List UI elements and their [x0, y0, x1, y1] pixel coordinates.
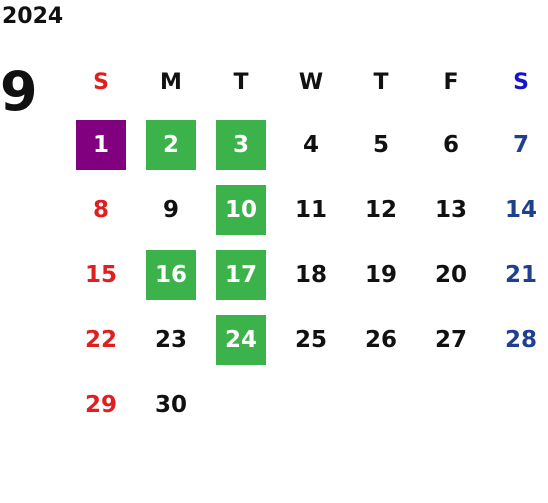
- day-number: 23: [154, 326, 187, 353]
- day-cell[interactable]: 24: [206, 307, 276, 372]
- day-cell[interactable]: 30: [136, 372, 206, 437]
- day-cell[interactable]: 6: [416, 112, 486, 177]
- day-number: 3: [216, 119, 266, 170]
- day-cell[interactable]: 12: [346, 177, 416, 242]
- day-number: 4: [302, 131, 319, 158]
- day-number: 9: [162, 196, 179, 223]
- weekday-header-tuesday: T: [233, 69, 249, 95]
- day-cell[interactable]: 1: [66, 112, 136, 177]
- weekday-header-monday: M: [160, 69, 182, 95]
- day-cell[interactable]: 26: [346, 307, 416, 372]
- day-number: 11: [294, 196, 327, 223]
- day-cell[interactable]: 4: [276, 112, 346, 177]
- day-number: 10: [216, 184, 266, 235]
- day-number: 8: [92, 196, 109, 223]
- day-cell[interactable]: 17: [206, 242, 276, 307]
- day-number: 1: [76, 119, 126, 170]
- day-number: 5: [372, 131, 389, 158]
- day-cell[interactable]: 9: [136, 177, 206, 242]
- day-cell[interactable]: 18: [276, 242, 346, 307]
- day-number: 12: [364, 196, 397, 223]
- weekday-header-sunday: S: [93, 69, 109, 95]
- year-label: 2024: [2, 4, 64, 29]
- day-cell[interactable]: 11: [276, 177, 346, 242]
- day-number: 29: [84, 391, 117, 418]
- day-number: 14: [504, 196, 537, 223]
- day-number: 24: [216, 314, 266, 365]
- day-number: 30: [154, 391, 187, 418]
- day-number: 27: [434, 326, 467, 353]
- weekday-header-thursday: T: [373, 69, 389, 95]
- day-number: 21: [504, 261, 537, 288]
- day-cell[interactable]: 29: [66, 372, 136, 437]
- day-cell[interactable]: 2: [136, 112, 206, 177]
- day-cell[interactable]: 21: [486, 242, 548, 307]
- weekday-header-friday: F: [443, 69, 459, 95]
- day-cell[interactable]: 23: [136, 307, 206, 372]
- day-number: 16: [146, 249, 196, 300]
- day-number: 7: [512, 131, 529, 158]
- day-cell[interactable]: 22: [66, 307, 136, 372]
- day-cell[interactable]: 7: [486, 112, 548, 177]
- day-number: 19: [364, 261, 397, 288]
- month-label: 9: [0, 60, 38, 123]
- day-number: 6: [442, 131, 459, 158]
- day-cell[interactable]: 13: [416, 177, 486, 242]
- day-cell[interactable]: 10: [206, 177, 276, 242]
- weekday-header-wednesday: W: [298, 69, 324, 95]
- weekday-header-saturday: S: [513, 69, 529, 95]
- day-number: 17: [216, 249, 266, 300]
- day-cell[interactable]: 16: [136, 242, 206, 307]
- day-number: 15: [84, 261, 117, 288]
- day-number: 25: [294, 326, 327, 353]
- day-number: 26: [364, 326, 397, 353]
- day-cell[interactable]: 5: [346, 112, 416, 177]
- day-number: 22: [84, 326, 117, 353]
- day-cell[interactable]: 15: [66, 242, 136, 307]
- day-number: 18: [294, 261, 327, 288]
- day-cell[interactable]: 3: [206, 112, 276, 177]
- day-number: 13: [434, 196, 467, 223]
- day-cell[interactable]: 8: [66, 177, 136, 242]
- day-number: 28: [504, 326, 537, 353]
- day-number: 20: [434, 261, 467, 288]
- day-cell[interactable]: 14: [486, 177, 548, 242]
- day-cell[interactable]: 20: [416, 242, 486, 307]
- day-number: 2: [146, 119, 196, 170]
- day-cell[interactable]: 28: [486, 307, 548, 372]
- day-cell[interactable]: 25: [276, 307, 346, 372]
- day-cell[interactable]: 27: [416, 307, 486, 372]
- day-cell[interactable]: 19: [346, 242, 416, 307]
